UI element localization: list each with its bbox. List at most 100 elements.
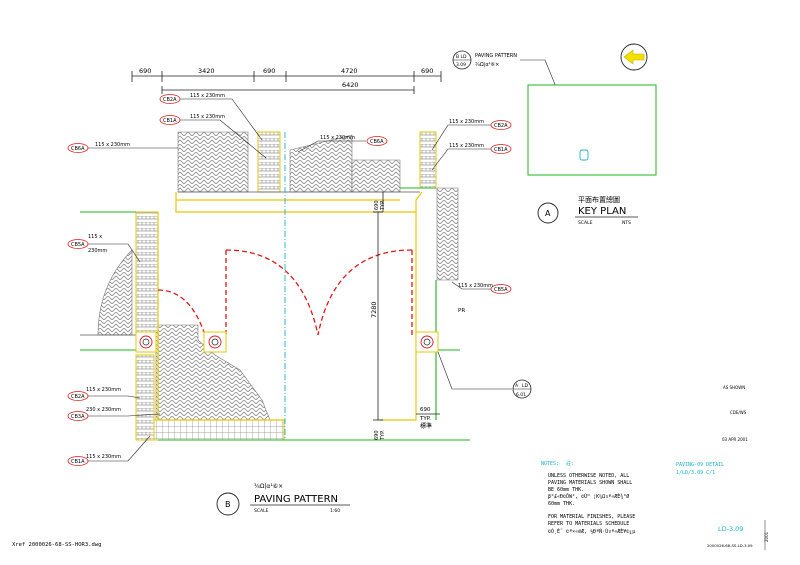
tag-cb3a-bottom: CB3A 230 x 230mm (67, 407, 121, 421)
revision: 2001 (764, 531, 769, 542)
size-text: 115 x (88, 234, 102, 240)
dim-690-b: 690 (263, 67, 275, 75)
plan-outline-yellow (157, 191, 423, 421)
notes-line-6: FOR MATERIAL FINISHES, PLEASE (548, 514, 635, 520)
size-text: 115 x 230mm (190, 93, 225, 99)
paving-title: PAVING PATTERN (254, 494, 338, 505)
dim-4720: 4720 (341, 67, 358, 75)
tag-text: CB5A (494, 287, 508, 293)
dim-typ-right: TYP. (419, 416, 431, 422)
dim-690-right: 690 (420, 407, 431, 413)
dim-690-a: 690 (139, 67, 151, 75)
notes-line-1: UNLESS OTHERWISE NOTED, ALL (548, 473, 629, 479)
tag-cb5a-left: CB5A 115 x 230mm (67, 234, 107, 254)
dim-690-left-top: 690 (374, 200, 380, 210)
tag-text: CB1A (71, 459, 85, 465)
tag-text: CB1A (163, 118, 177, 124)
column-marker (415, 331, 439, 353)
size-text: 115 x 230mm (86, 387, 121, 393)
callout-detail-a: A LD 6.01 (512, 379, 532, 399)
size-text: 115 x 230mm (449, 143, 484, 149)
paving-title-letter: B (225, 500, 231, 509)
notes-line-2: PAVING MATERIALS SHOWN SHALL (548, 480, 632, 486)
tag-text: CB2A (494, 123, 508, 129)
key-plan-letter: A (545, 209, 551, 218)
key-plan-scale: NTS (622, 220, 631, 226)
callout-num: B LD (456, 54, 467, 60)
column-marker (135, 331, 157, 353)
pr-label: PR (458, 308, 465, 314)
notes-line-3: BE 60mm THK. (548, 487, 584, 493)
paving-surround (97, 131, 459, 421)
tag-cb2a-right: CB2A 115 x 230mm (449, 119, 512, 130)
drawing-date: 03 APR 2001 (722, 437, 748, 442)
notes-heading: NOTES: (541, 461, 559, 467)
dim-6420: 6420 (342, 81, 359, 89)
detail-reference: PAVING-09 DETAIL 1/LD/3.09 C/1 (676, 462, 724, 476)
tag-cb2a-bottom: CB2A 115 x 230mm (67, 387, 121, 401)
top-dimension-values: 690 3420 690 4720 690 6420 (139, 67, 433, 89)
leader-lines (88, 98, 512, 462)
callout-paving-pattern: B LD 3.09 PAVING PATTERN ¾Ω|α¹⑥× (452, 50, 583, 151)
tag-text: CB6A (71, 146, 85, 152)
callout-title: PAVING PATTERN (475, 53, 517, 59)
brick-strips (135, 131, 437, 441)
detail-ref-line-2: 1/LD/3.09 C/1 (676, 470, 715, 476)
dim-690-c: 690 (421, 67, 433, 75)
paving-title-cn: ¾Ω|α¹⑥× (254, 483, 283, 490)
size-text: 115 x 230mm (190, 114, 225, 120)
key-plan-scale-label: SCALE (578, 220, 593, 226)
paving-pattern-title: B ¾Ω|α¹⑥× PAVING PATTERN SCALE 1:60 (216, 483, 350, 516)
tag-text: CB6A (370, 139, 384, 145)
top-dimension-chain (131, 71, 442, 94)
scale-as-shown: AS SHOWN (723, 385, 745, 390)
size-text: 115 x 230mm (458, 283, 493, 289)
column-markers (135, 331, 439, 353)
size-text: 230 x 230mm (86, 407, 121, 413)
tag-cb5a-right: CB5A 115 x 230mm (458, 283, 512, 294)
swing-arcs (157, 249, 413, 336)
key-plan-marker (579, 149, 589, 161)
title-block: AS SHOWN CDE/WS 03 APR 2001 LD-3.09 2000… (707, 385, 769, 550)
drawing-number: 2000026-68-SS-LD-3.09 (707, 543, 753, 548)
material-tags: CB2A 115 x 230mm CB1A 115 x 230mm CB6A 1… (67, 93, 512, 466)
paving-scale-label: SCALE (254, 508, 269, 514)
callout-sheet: 3.09 (456, 62, 466, 68)
tag-cb1a-right: CB1A 115 x 230mm (449, 143, 512, 154)
column-marker (203, 331, 227, 353)
dim-typ-right-cn: 標準 (420, 422, 432, 430)
tag-text: CB2A (71, 394, 85, 400)
paving-scale: 1:60 (330, 508, 340, 514)
size-text: 115 x 230mm (320, 135, 355, 141)
size-text: 115 x 230mm (449, 119, 484, 125)
key-plan-title-cn: 平面布置總圖 (578, 195, 620, 204)
sheet-number: LD-3.09 (718, 525, 743, 533)
xref-label: Xref 2000026-68-SS-HOR3.dwg (12, 542, 101, 548)
tag-text: CB1A (494, 147, 508, 153)
tag-cb6a-left: CB6A 115 x 230mm (67, 142, 130, 153)
notes-line-7: REFER TO MATERIALS SCHEDULE (548, 521, 629, 527)
north-arrow-icon (620, 43, 648, 71)
detail-ref-line-1: PAVING-09 DETAIL (676, 462, 724, 468)
dim-typ-left-bottom: TYP. (380, 430, 386, 441)
callout-a-num: 6.01 (516, 392, 526, 398)
callout-a-sheet: LD (522, 383, 529, 389)
drawn-by: CDE/WS (730, 410, 747, 415)
vertical-dimension (373, 192, 384, 421)
tag-text: CB5A (71, 242, 85, 248)
notes-block: NOTES: 註: UNLESS OTHERWISE NOTED, ALL PA… (541, 460, 635, 535)
tag-cb2a-top: CB2A 115 x 230mm (159, 93, 225, 104)
notes-line-4: β°£«Đ©ÔW², ©Ù™ ¦K¼Ω¤ª«ÆÈ¾°Ø (548, 492, 629, 500)
tag-text: CB3A (71, 414, 85, 420)
dim-7280: 7280 (370, 301, 378, 318)
dim-690-left-bottom: 690 (374, 430, 380, 440)
dim-typ-left-top: TYP. (380, 200, 386, 211)
tag-cb6a-right: CB6A 115 x 230mm (320, 135, 388, 146)
tag-text: CB2A (163, 97, 177, 103)
key-plan-title: KEY PLAN (578, 206, 626, 217)
size-text: 115 x 230mm (86, 454, 121, 460)
notes-line-5: 60mm THK. (548, 501, 575, 507)
dim-3420: 3420 (198, 67, 215, 75)
size-text: 230mm (88, 248, 107, 254)
